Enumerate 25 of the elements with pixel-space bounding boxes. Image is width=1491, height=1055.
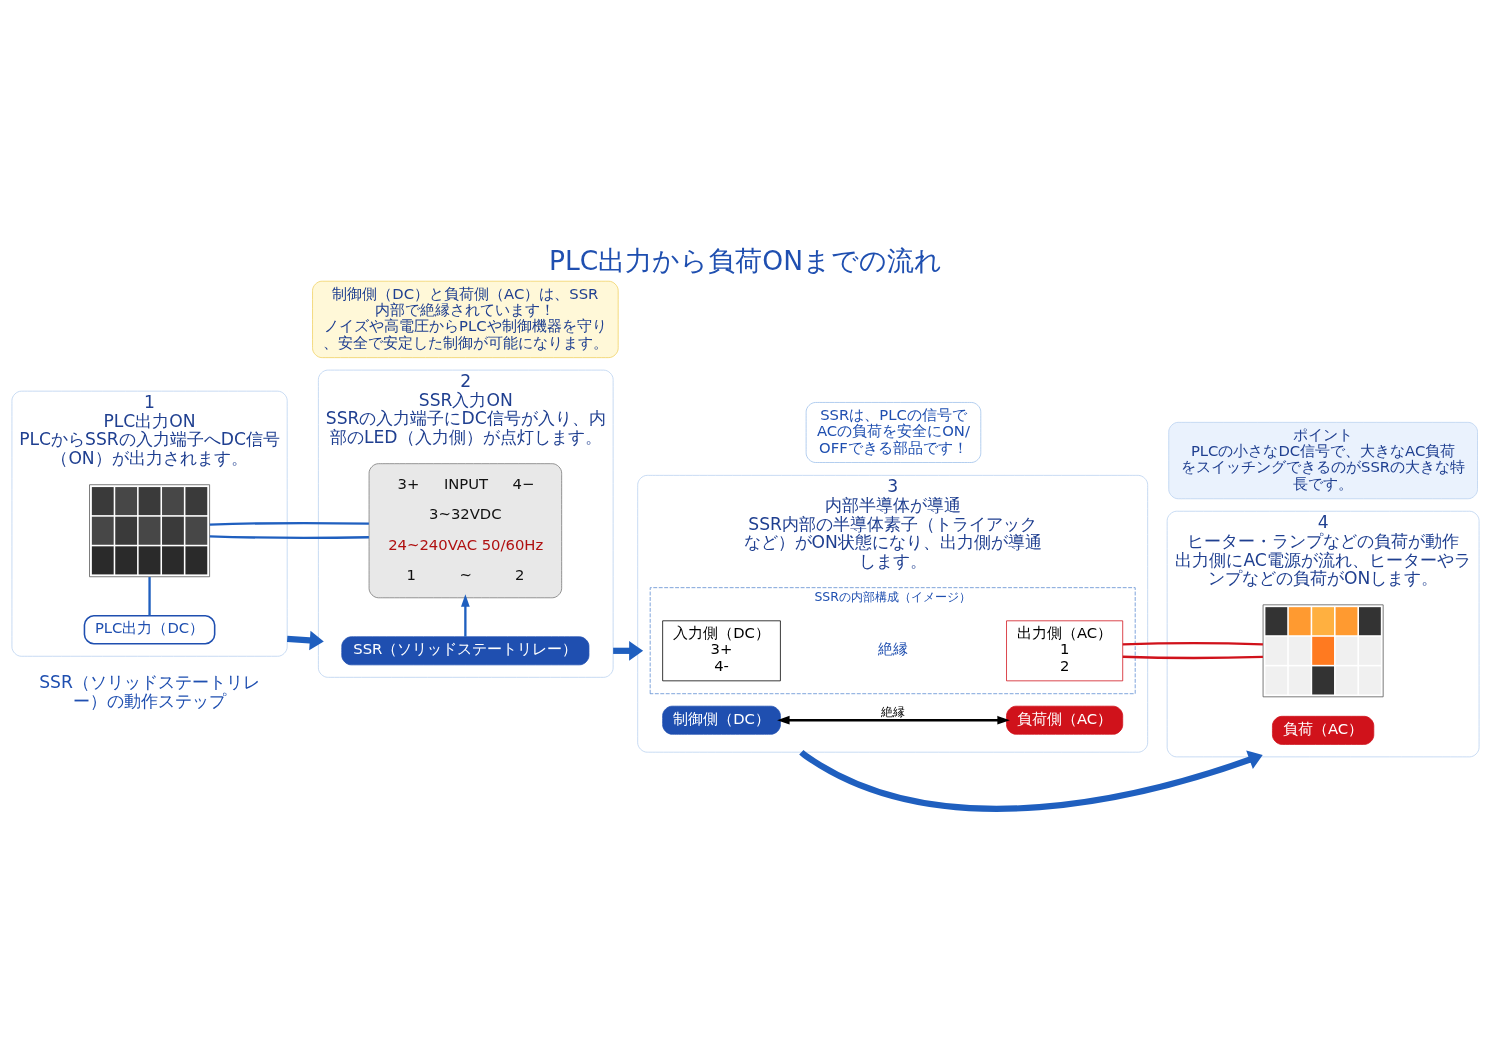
node-box: 負荷側（AC） xyxy=(1006,705,1124,735)
node-box: 3+ INPUT 4− 3~32VDC 24~240VAC 50/60Hz 1 ~ 2 xyxy=(368,463,563,599)
connector xyxy=(1122,642,1263,646)
node-box: SSRは、PLCの信号でACの負荷を安全にON/OFFできる部品です！ xyxy=(805,402,982,463)
node-box: 出力側（AC） 1 2 xyxy=(1006,620,1124,682)
connector xyxy=(148,577,151,616)
arrow xyxy=(287,630,324,651)
connector xyxy=(209,535,369,539)
arrow xyxy=(777,715,1010,725)
node-box: PLC出力（DC） xyxy=(83,614,216,645)
node-box: 制御側（DC） xyxy=(662,705,781,735)
diagram-title: PLC出力から負荷ONまでの流れ xyxy=(549,245,942,277)
edge-label: 絶縁 xyxy=(881,704,906,720)
connector xyxy=(1122,655,1263,659)
arrow xyxy=(799,749,1263,812)
label: SSR（ソリッドステートリレー）の動作ステップ xyxy=(39,671,260,711)
arrow xyxy=(613,641,644,661)
node-box: 制御側（DC）と負荷側（AC）は、SSR内部で絶縁されています！ ノイズや高電圧からPLCや制御機器を守り、安全で安定した制御が可能になります。 xyxy=(312,280,619,358)
node-box: 入力側（DC） 3+ 4- xyxy=(662,620,781,682)
node-box: ポイント PLCの小さなDC信号で、大きなAC負荷をスイッチングできるのがSSRの大きな特長です。 xyxy=(1168,421,1478,500)
node-box: SSR（ソリッドステートリレー） xyxy=(341,636,590,666)
node-text: 絶縁 xyxy=(878,640,909,658)
node-box: 負荷（AC） xyxy=(1272,715,1375,745)
arrow xyxy=(461,594,470,637)
connector xyxy=(209,521,369,526)
